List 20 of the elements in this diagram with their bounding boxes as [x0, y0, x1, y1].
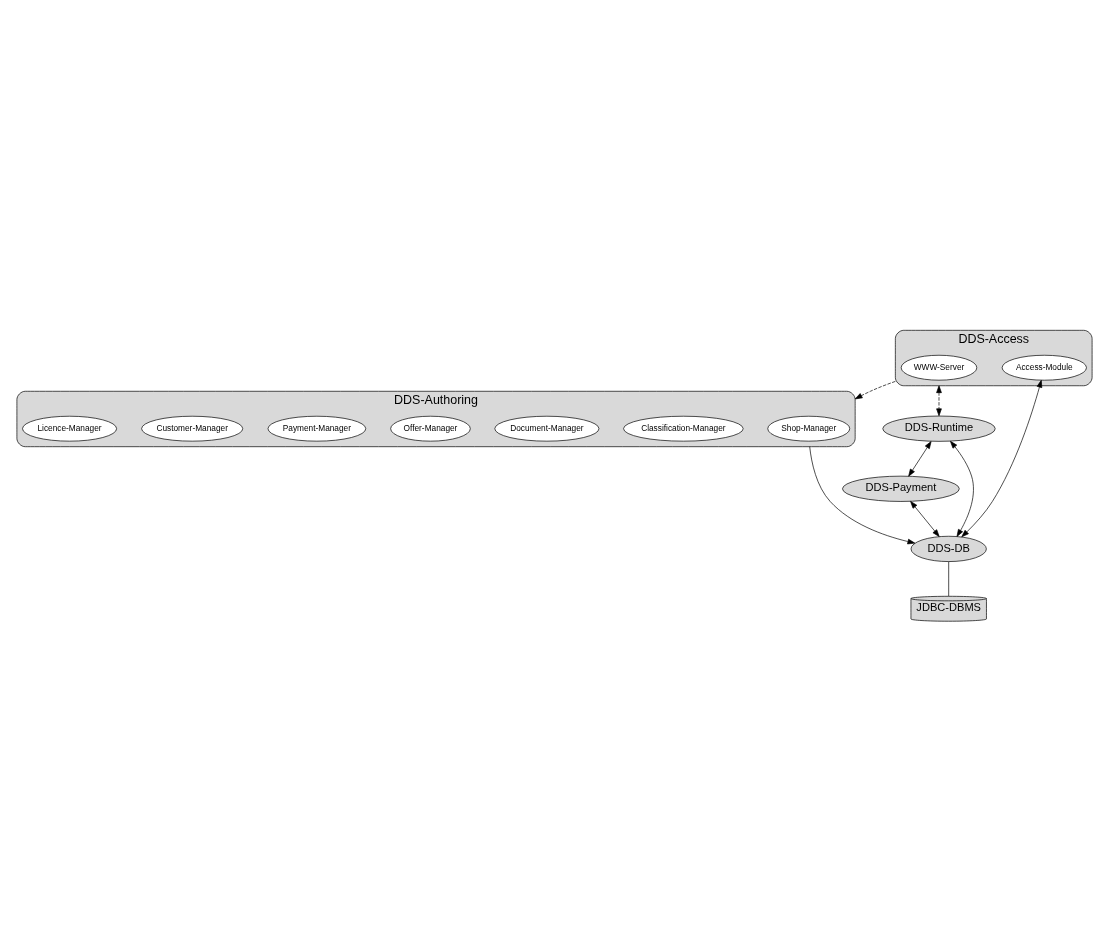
node-ellipse: Licence-Manager — [22, 415, 117, 442]
arrow — [910, 501, 940, 537]
node-ellipse: Customer-Manager — [141, 415, 244, 442]
arrow — [908, 441, 932, 477]
node-ellipse: Shop-Manager — [767, 415, 851, 442]
node-ellipse: WWW-Server — [900, 354, 978, 381]
node-ellipse: DDS-Payment — [842, 475, 960, 502]
node-ellipse: Offer-Manager — [390, 415, 471, 442]
arrow — [950, 440, 974, 537]
node-ellipse: Payment-Manager — [267, 415, 367, 442]
arrow — [961, 380, 1043, 538]
node-ellipse: DDS-Runtime — [882, 415, 996, 442]
arrow — [854, 381, 896, 400]
connector — [948, 561, 950, 597]
node-ellipse: Classification-Manager — [623, 415, 744, 442]
arrow — [809, 446, 916, 545]
arrow — [936, 385, 942, 417]
node-ellipse: Document-Manager — [494, 415, 600, 442]
node-ellipse: DDS-DB — [910, 535, 987, 562]
node-ellipse: Access-Module — [1001, 354, 1087, 381]
